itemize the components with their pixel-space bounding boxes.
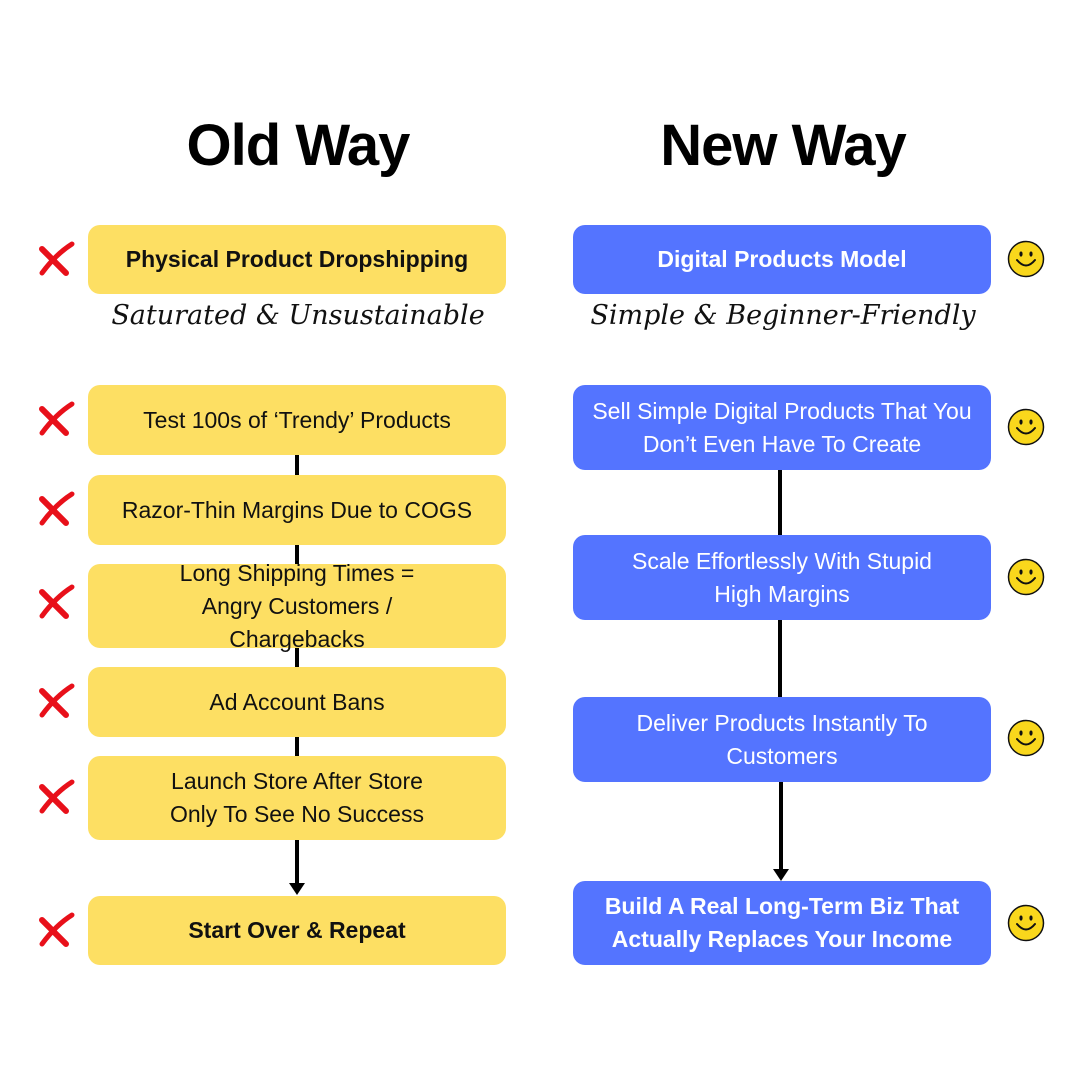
smiley-icon xyxy=(1007,408,1045,446)
old-step-1: Test 100s of ‘Trendy’ Products xyxy=(88,385,506,455)
x-mark-icon xyxy=(39,779,75,814)
connector xyxy=(295,455,299,475)
x-mark-icon xyxy=(39,912,75,947)
new-subtitle: Simple & Beginner-Friendly xyxy=(590,300,976,331)
arrow-head-icon xyxy=(773,869,789,881)
new-step-0: Digital Products Model xyxy=(573,225,991,294)
smiley-icon xyxy=(1007,240,1045,278)
old-step-5: Launch Store After Store Only To See No … xyxy=(88,756,506,840)
arrow-head-icon xyxy=(289,883,305,895)
x-mark-icon xyxy=(39,491,75,526)
old-step-4: Ad Account Bans xyxy=(88,667,506,737)
new-step-2: Scale Effortlessly With Stupid High Marg… xyxy=(573,535,991,620)
old-way-title: Old Way xyxy=(186,113,411,178)
old-step-6: Start Over & Repeat xyxy=(88,896,506,965)
x-mark-icon xyxy=(39,584,75,619)
connector xyxy=(295,737,299,756)
connector xyxy=(295,545,299,564)
connector xyxy=(295,648,299,667)
smiley-icon xyxy=(1007,558,1045,596)
connector xyxy=(778,620,782,697)
old-subtitle: Saturated & Unsustainable xyxy=(111,300,485,331)
new-way-title: New Way xyxy=(660,113,906,178)
new-step-3: Deliver Products Instantly To Customers xyxy=(573,697,991,782)
x-mark-icon xyxy=(39,401,75,436)
smiley-icon xyxy=(1007,719,1045,757)
connector xyxy=(778,470,782,535)
old-step-3: Long Shipping Times = Angry Customers / … xyxy=(88,560,506,652)
new-step-1: Sell Simple Digital Products That You Do… xyxy=(573,385,991,470)
x-mark-icon xyxy=(39,683,75,718)
x-mark-icon xyxy=(39,241,75,276)
new-step-4: Build A Real Long-Term Biz That Actually… xyxy=(573,881,991,965)
connector-arrow-line xyxy=(295,840,299,884)
smiley-icon xyxy=(1007,904,1045,942)
connector-arrow-line xyxy=(779,782,783,870)
old-step-0: Physical Product Dropshipping xyxy=(88,225,506,294)
old-step-2: Razor-Thin Margins Due to COGS xyxy=(88,475,506,545)
